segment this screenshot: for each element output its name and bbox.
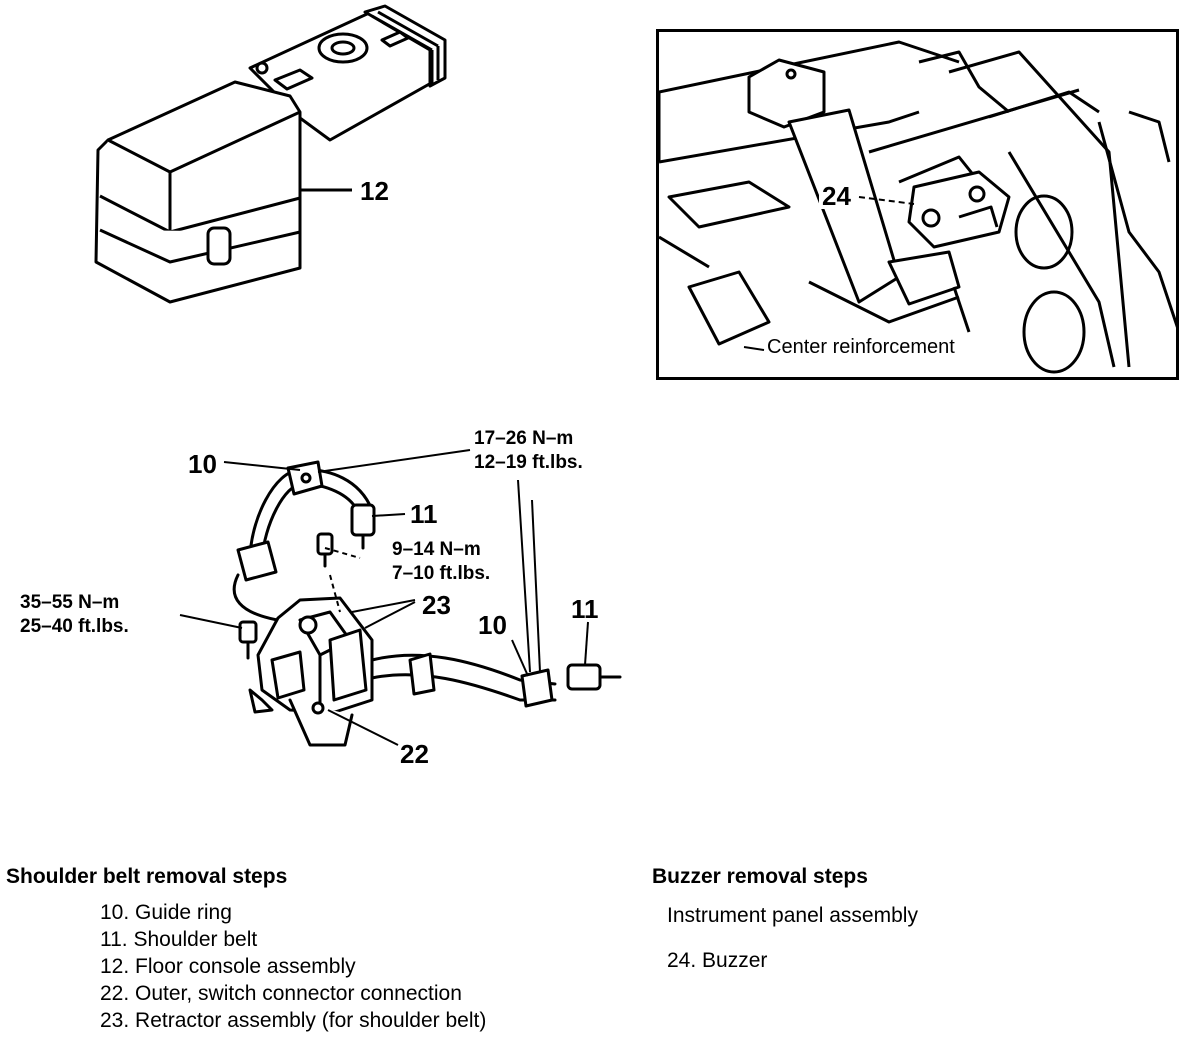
torque-left-ftlb: 25–40 ft.lbs.: [20, 616, 129, 637]
torque-middle-ftlb: 7–10 ft.lbs.: [392, 563, 491, 584]
floor-console-illustration: [94, 4, 447, 304]
shoulder-belt-step: 11. Shoulder belt: [100, 928, 258, 951]
guide-ring-right-label: 10: [478, 610, 507, 640]
shoulder-belt-heading: Shoulder belt removal steps: [6, 865, 288, 888]
shoulder-belt-step: 12. Floor console assembly: [100, 955, 356, 978]
buzzer-step: 24. Buzzer: [667, 949, 768, 972]
torque-top-ftlb: 12–19 ft.lbs.: [474, 452, 583, 473]
connector-label: 22: [400, 739, 429, 769]
buzzer-part-label: 24: [819, 183, 854, 209]
shoulder-belt-right-label: 11: [571, 594, 599, 624]
console-part-label: 12: [360, 176, 389, 206]
shoulder-belt-illustration: [179, 449, 622, 747]
torque-top-nm: 17–26 N–m: [474, 428, 574, 449]
torque-left-nm: 35–55 N–m: [20, 592, 120, 613]
buzzer-location-inset: 24 Center reinforcement: [656, 29, 1179, 380]
shoulder-belt-step: 10. Guide ring: [100, 901, 232, 924]
torque-middle-nm: 9–14 N–m: [392, 539, 481, 560]
buzzer-step: Instrument panel assembly: [667, 904, 918, 927]
retractor-label: 23: [422, 590, 451, 620]
guide-ring-top-label: 10: [188, 449, 217, 479]
shoulder-belt-top-label: 11: [410, 499, 438, 529]
shoulder-belt-step: 23. Retractor assembly (for shoulder bel…: [100, 1009, 487, 1032]
buzzer-heading: Buzzer removal steps: [652, 865, 868, 888]
shoulder-belt-step: 22. Outer, switch connector connection: [100, 982, 462, 1005]
center-reinforcement-callout: Center reinforcement: [765, 336, 957, 358]
